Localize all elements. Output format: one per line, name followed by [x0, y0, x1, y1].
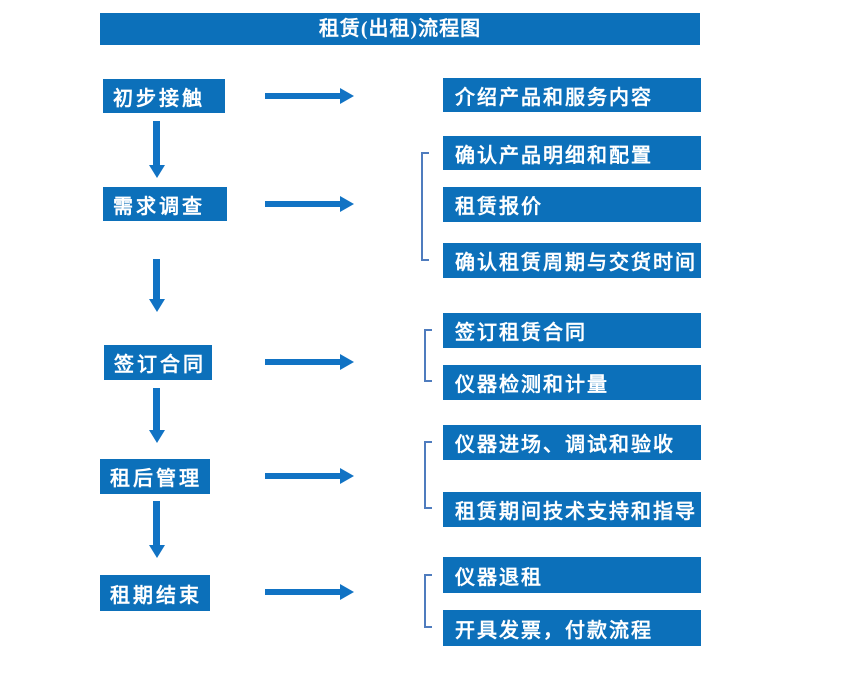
detail-box-invoice-payment-process: 开具发票，付款流程 [443, 610, 701, 646]
detail-box-introduce-products-services: 介绍产品和服务内容 [443, 78, 701, 112]
detail-box-rental-quotation: 租赁报价 [443, 187, 701, 222]
detail-box-tech-support-during-rental: 租赁期间技术支持和指导 [443, 492, 701, 527]
arrow-right-icon-1 [265, 93, 340, 99]
detail-box-instrument-entry-debug-acceptance: 仪器进场、调试和验收 [443, 425, 701, 460]
flowchart-title: 租赁(出租)流程图 [100, 13, 700, 45]
bracket-post-rental-group [424, 441, 432, 509]
stage-box-post-rental-management: 租后管理 [100, 459, 210, 494]
stage-box-demand-survey: 需求调查 [103, 187, 227, 221]
stage-box-rental-end: 租期结束 [100, 575, 210, 611]
detail-box-instrument-return: 仪器退租 [443, 557, 701, 593]
bracket-rental-end-group [424, 574, 432, 628]
arrow-right-icon-3 [265, 359, 340, 365]
detail-box-confirm-period-delivery: 确认租赁周期与交货时间 [443, 243, 701, 278]
arrow-down-icon-4 [153, 501, 160, 545]
stage-box-initial-contact: 初步接触 [103, 79, 225, 113]
arrow-right-icon-5 [265, 589, 340, 595]
arrow-down-icon-2 [153, 259, 160, 299]
detail-box-confirm-product-details: 确认产品明细和配置 [443, 136, 701, 170]
arrow-right-icon-4 [265, 473, 340, 479]
stage-box-sign-contract: 签订合同 [104, 345, 212, 380]
arrow-right-icon-2 [265, 201, 340, 207]
detail-box-sign-rental-contract: 签订租赁合同 [443, 313, 701, 348]
detail-box-instrument-testing-metering: 仪器检测和计量 [443, 365, 701, 400]
bracket-demand-survey-group [421, 152, 429, 261]
arrow-down-icon-3 [153, 388, 160, 430]
bracket-sign-contract-group [424, 329, 432, 382]
arrow-down-icon-1 [153, 121, 160, 165]
